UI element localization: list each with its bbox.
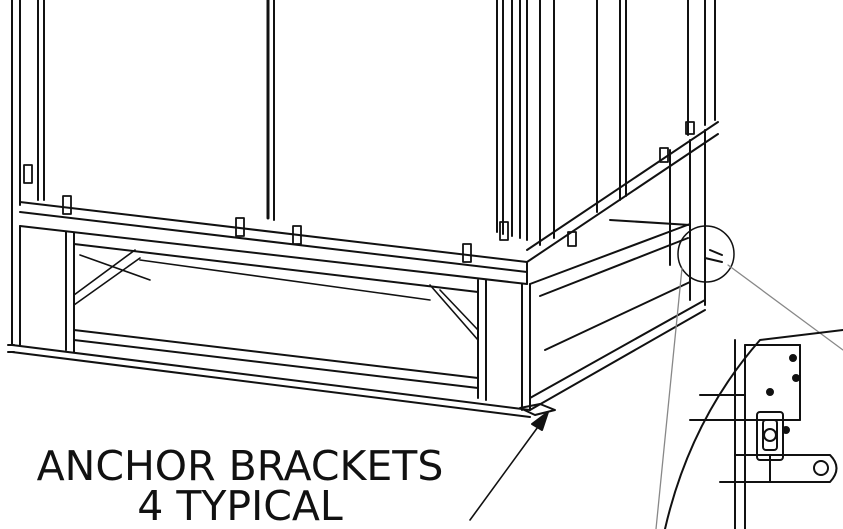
base-front-top-rail xyxy=(19,201,528,285)
anchor-bracket-corner xyxy=(519,249,723,416)
base-frame-front xyxy=(11,204,531,418)
callout-arrow xyxy=(469,411,549,521)
detail-callout xyxy=(655,225,843,529)
left-foot xyxy=(7,344,15,353)
interior-braces xyxy=(73,249,479,341)
cabinet-front-panels xyxy=(11,0,528,241)
base-frame-side xyxy=(529,129,706,411)
cabinet-side-panels xyxy=(526,0,719,263)
callout-label-line2: 4 TYPICAL xyxy=(137,482,343,529)
callout-label-line1: ANCHOR BRACKETS xyxy=(36,442,444,490)
fastener-blocks xyxy=(23,121,695,263)
magnified-anchor-detail xyxy=(664,329,843,529)
